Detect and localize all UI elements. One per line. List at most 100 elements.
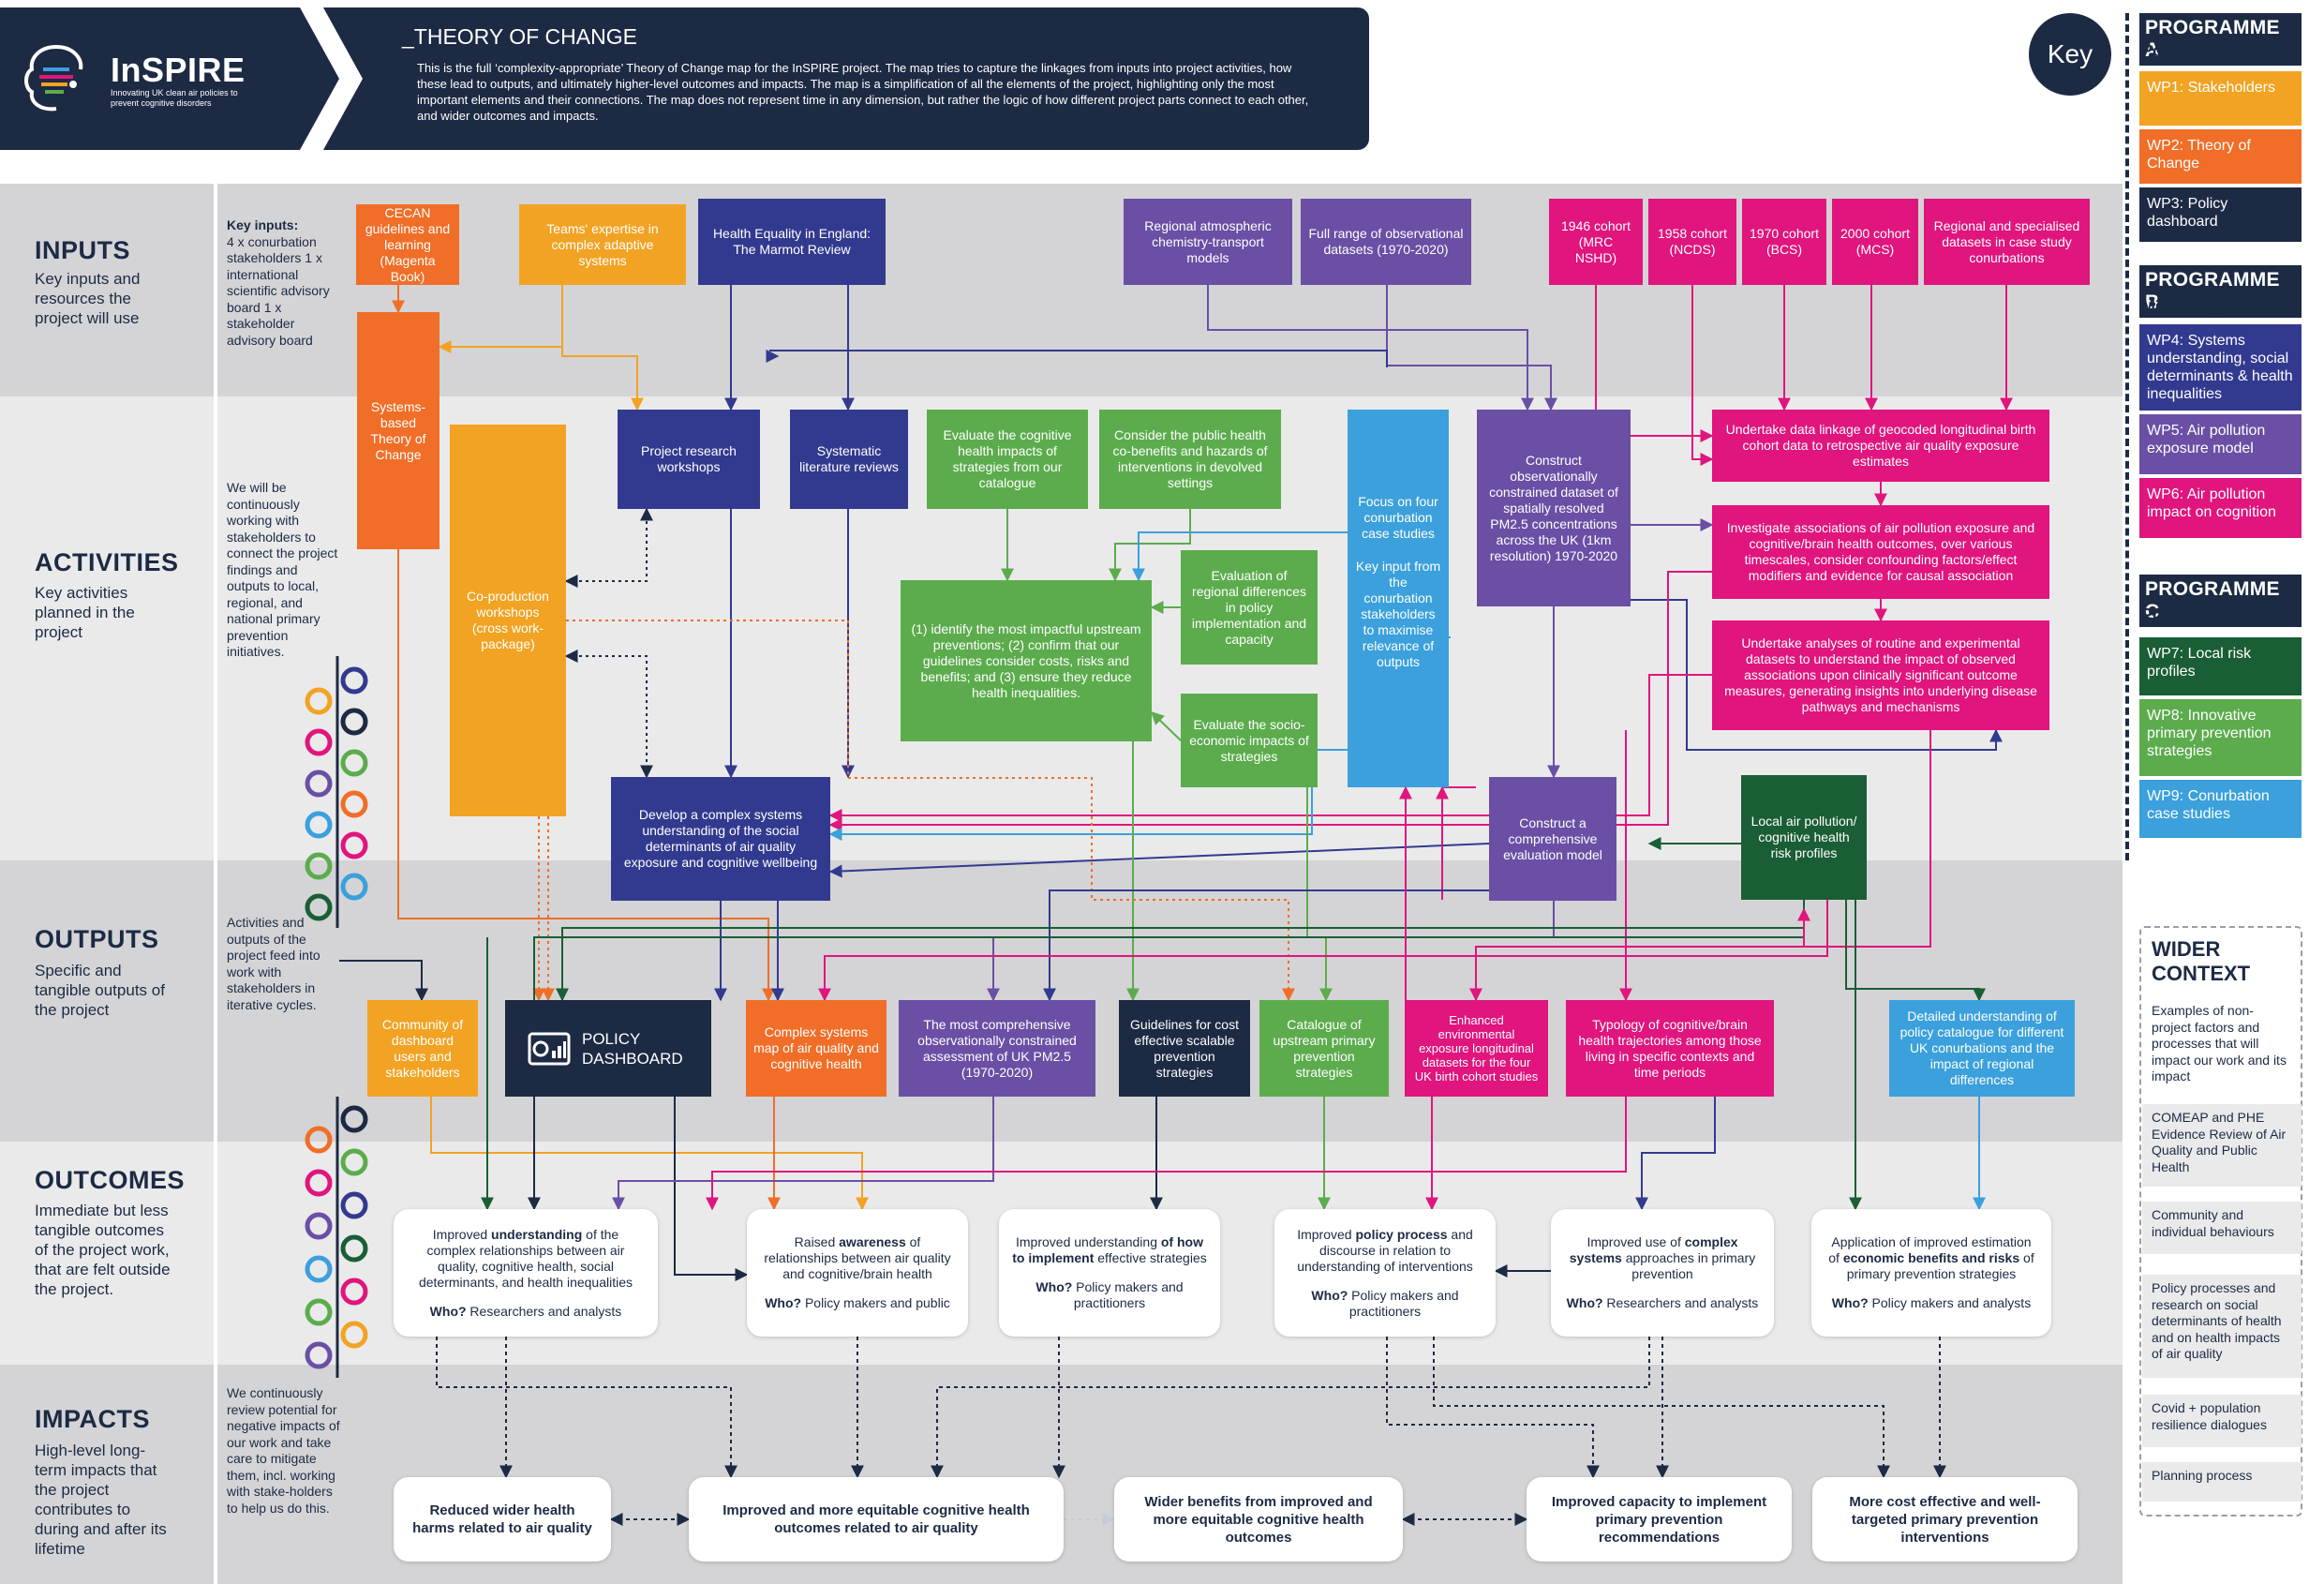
activity-risk-profiles: Local air pollution/ cognitive health ri… [1741, 775, 1867, 900]
cycle-rings-icon [305, 1097, 368, 1378]
outcome-who: Who? Researchers and analysts [429, 1303, 622, 1319]
output-complex-systems-map: Complex systems map of air quality and c… [746, 1000, 886, 1097]
programme-b-subtitle: Modelling [2141, 296, 2220, 315]
outcome-who: Who? Policy makers and analysts [1831, 1295, 2032, 1310]
outcome-text: Improved policy process and discourse in… [1297, 1226, 1473, 1274]
iterative-cycle-rings-lower [302, 1097, 373, 1382]
key-divider [2125, 13, 2129, 860]
input-marmot-review: Health Equality in England: The Marmot R… [698, 199, 886, 285]
activity-literature-reviews: Systematic literature reviews [790, 410, 908, 509]
activity-public-health-cobenefits: Consider the public health co-benefits a… [1099, 410, 1281, 509]
key-wp2: WP2: Theory of Change [2139, 129, 2302, 184]
output-regional-policy-catalogue: Detailed understanding of policy catalog… [1889, 1000, 2075, 1097]
activity-conurbation-case-studies: Focus on four conurbation case studies K… [1348, 410, 1449, 787]
header-panel: _THEORY OF CHANGE This is the full ‘comp… [323, 7, 1369, 150]
key-wp7: WP7: Local risk profiles [2139, 637, 2302, 695]
inputs-title: INPUTS [35, 236, 131, 264]
key-wp1: WP1: Stakeholders [2139, 71, 2302, 126]
wider-context-title: WIDER CONTEXT [2152, 937, 2251, 985]
programme-a-heading: PROGRAMME A [2139, 13, 2302, 66]
output-prevention-catalogue: Catalogue of upstream primary prevention… [1259, 1000, 1389, 1097]
outcomes-title: OUTCOMES [35, 1166, 186, 1194]
impact-cost-effective-interventions: More cost effective and well-targeted pr… [1812, 1477, 2078, 1562]
key-wp6: WP6: Air pollution impact on cognition [2139, 478, 2302, 538]
input-observational-datasets: Full range of observational datasets (19… [1301, 199, 1471, 285]
outcome-text: Improved use of complex systems approach… [1569, 1234, 1756, 1281]
activity-construct-pm25-dataset: Construct observationally constrained da… [1477, 410, 1631, 606]
wider-context-item: COMEAP and PHE Evidence Review of Air Qu… [2142, 1104, 2302, 1187]
input-atmospheric-models: Regional atmospheric chemistry-transport… [1124, 199, 1292, 285]
key-wp8: WP8: Innovative primary prevention strat… [2139, 699, 2302, 776]
key-badge: Key [2029, 13, 2111, 96]
outcome-raised-awareness: Raised awareness of relationships betwee… [747, 1209, 968, 1337]
activity-evaluate-cognitive-impacts: Evaluate the cognitive health impacts of… [927, 410, 1088, 509]
activity-research-workshops: Project research workshops [618, 410, 760, 509]
programme-c-heading: PROGRAMME C [2139, 575, 2302, 627]
outcome-who: Who? Policy makers and practitioners [1311, 1287, 1459, 1319]
impacts-subtitle: High-level long-term impacts that the pr… [35, 1442, 167, 1558]
programme-b-heading: PROGRAMME B [2139, 265, 2302, 318]
output-policy-dashboard[interactable]: POLICY DASHBOARD [505, 1000, 711, 1097]
cycle-rings-icon [305, 656, 368, 928]
impacts-note: We continuously review potential for neg… [227, 1385, 340, 1516]
outcome-how-to-implement: Improved understanding of how to impleme… [999, 1209, 1220, 1337]
wider-context-item: Community and individual behaviours [2142, 1202, 2302, 1254]
key-wp4: WP4: Systems understanding, social deter… [2139, 324, 2302, 411]
key-wp9: WP9: Conurbation case studies [2139, 780, 2302, 838]
key-wp5: WP5: Air pollution exposure model [2139, 414, 2302, 474]
activities-note: We will be continuously working with sta… [227, 480, 338, 659]
activities-subtitle: Key activities planned in the project [35, 584, 135, 641]
output-prevention-guidelines: Guidelines for cost effective scalable p… [1119, 1000, 1250, 1097]
iterative-cycle-rings-upper [302, 656, 373, 933]
wider-context-intro: Examples of non-project factors and proc… [2152, 1003, 2287, 1083]
activity-socio-economic-impacts: Evaluate the socio-economic impacts of s… [1181, 694, 1318, 787]
key-badge-label: Key [2047, 39, 2093, 68]
inputs-subtitle: Key inputs and resources the project wil… [35, 270, 141, 327]
impact-implementation-capacity: Improved capacity to implement primary p… [1527, 1477, 1792, 1562]
wider-context-item: Planning process [2142, 1462, 2302, 1502]
programme-a-subtitle: Policy into practice [2141, 41, 2297, 60]
logo-tagline: Innovating UK clean air policies to prev… [111, 88, 238, 108]
outcome-text: Raised awareness of relationships betwee… [764, 1234, 951, 1281]
outputs-title: OUTPUTS [35, 925, 159, 953]
outcome-improved-understanding: Improved understanding of the complex re… [394, 1209, 658, 1337]
input-cohort-1958: 1958 cohort (NCDS) [1648, 199, 1736, 285]
activity-identify-preventions: (1) identify the most impactful upstream… [901, 580, 1152, 741]
activity-investigate-associations: Investigate associations of air pollutio… [1712, 505, 2049, 599]
wider-context-panel [2139, 926, 2302, 1517]
programme-c-subtitle: Policy Evalution [2141, 605, 2272, 624]
outcome-who: Who? Policy makers and public [765, 1295, 950, 1310]
activity-complex-systems-understanding: Develop a complex systems understanding … [611, 777, 830, 901]
impact-reduced-health-harms: Reduced wider health harms related to ai… [394, 1477, 611, 1562]
logo-text: InSPIRE [111, 51, 246, 89]
impact-equitable-cognitive-outcomes: Improved and more equitable cognitive he… [689, 1477, 1064, 1562]
input-cohort-2000: 2000 cohort (MCS) [1832, 199, 1918, 285]
key-input-text: Key input from the conurbation stakehold… [1355, 559, 1441, 669]
activity-routine-datasets: Undertake analyses of routine and experi… [1712, 620, 2049, 730]
outcome-economic-benefits: Application of improved estimation of ec… [1811, 1209, 2051, 1337]
dashboard-icon [528, 1032, 571, 1065]
input-cohort-1946: 1946 cohort (MRC NSHD) [1549, 199, 1643, 285]
impact-wider-benefits: Wider benefits from improved and more eq… [1114, 1477, 1403, 1562]
wider-context-item: Policy processes and research on social … [2142, 1275, 2302, 1378]
activity-systems-theory-of-change: Systems-based Theory of Change [357, 312, 439, 549]
activity-coproduction-workshops: Co-production workshops (cross work-pack… [450, 425, 566, 816]
outcome-text: Improved understanding of how to impleme… [1012, 1234, 1207, 1265]
outcome-text: Improved understanding of the complex re… [418, 1226, 633, 1290]
input-cecan-guidelines: CECAN guidelines and learning (Magenta B… [356, 204, 459, 285]
outcome-policy-process: Improved policy process and discourse in… [1274, 1209, 1496, 1337]
input-teams-expertise: Teams' expertise in complex adaptive sys… [519, 204, 686, 285]
outcome-who: Who? Researchers and analysts [1566, 1295, 1759, 1310]
inputs-note-text: 4 x conurbation stakeholders 1 x interna… [227, 233, 330, 348]
activities-title: ACTIVITIES [35, 548, 179, 576]
logo-panel: InSPIRE Innovating UK clean air policies… [0, 7, 339, 150]
outcome-text: Application of improved estimation of ec… [1828, 1234, 2034, 1281]
inputs-note-title: Key inputs: [227, 217, 299, 232]
band-column-separator [214, 184, 217, 1584]
activity-regional-differences: Evaluation of regional differences in po… [1181, 550, 1318, 665]
output-community-of-users: Community of dashboard users and stakeho… [367, 1000, 478, 1097]
output-enhanced-exposure-datasets: Enhanced environmental exposure longitud… [1405, 1000, 1548, 1097]
outputs-subtitle: Specific and tangible outputs of the pro… [35, 962, 165, 1019]
page-description: This is the full ‘complexity-appropriate… [417, 61, 1309, 123]
outcomes-subtitle: Immediate but less tangible outcomes of … [35, 1202, 171, 1298]
